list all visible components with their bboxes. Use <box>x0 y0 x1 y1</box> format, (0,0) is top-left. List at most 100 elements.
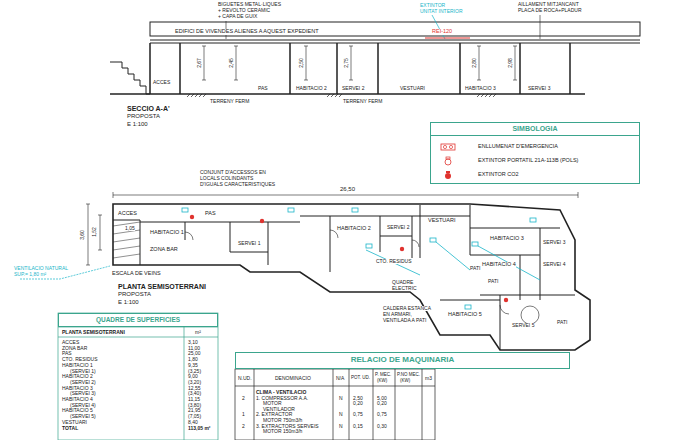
drawing-label: EN ARMARI, <box>383 312 412 317</box>
drawing-label: PAS <box>62 351 72 356</box>
plan-semisoterrani <box>20 192 590 350</box>
drawing-label: MOTOR <box>263 401 282 406</box>
drawing-label: 2,98 <box>508 58 513 68</box>
legend-box: SIMBOLOGIA <box>430 122 640 184</box>
drawing-label: PROPOSTA <box>127 113 160 119</box>
drawing-label: 0,20 <box>353 401 363 406</box>
legend-symbol <box>440 170 456 180</box>
box-title: RELACIO DE MAQUINARIA <box>236 353 569 367</box>
drawing-label: HABITACIO 5 <box>62 408 93 413</box>
drawing-label: N <box>339 412 343 417</box>
drawing-label: PATI <box>470 266 480 271</box>
drawing-label: 21,95 <box>188 408 201 413</box>
drawing-label: PATI <box>488 279 498 284</box>
drawing-label: MOTOR 750m3/h <box>263 418 302 423</box>
drawing-label: 2,45 <box>229 58 234 68</box>
drawing-label: 2. EXTRACTOR <box>256 412 292 417</box>
drawing-label: TERRENY FERM <box>343 99 382 104</box>
drawing-label: HABITACIO 5 <box>448 312 482 318</box>
drawing-label: 2,75 <box>344 58 349 68</box>
drawing-label: ZONA BAR <box>62 346 87 351</box>
drawing-label: E 1:100 <box>127 121 148 127</box>
drawing-label: 11,00 <box>188 346 200 351</box>
drawing-label: 12,55 <box>188 386 201 391</box>
drawing-label: (3,80) <box>188 403 201 408</box>
table-grids <box>58 313 435 440</box>
drawing-label: PROPOSTA <box>118 291 151 297</box>
legend-row: ENLLUMENAT D'EMERGENCIA <box>440 142 558 152</box>
drawing-label: PLACA DE ROCA+PLADUR <box>518 8 582 13</box>
drawing-label: 3,10 <box>188 340 198 345</box>
drawing-label: PLANTA SEMISOTERRANI <box>118 283 206 290</box>
drawing-label: 0,20 <box>377 401 387 406</box>
legend-text: EXTINTOR CO2 <box>478 172 519 178</box>
drawing-label: DENOMINACIO <box>275 376 311 381</box>
drawing-label: ACCES <box>118 211 137 217</box>
drawing-label: HABITACIO 2 <box>62 374 93 379</box>
legend-symbol <box>440 142 456 152</box>
legend-row: EXTINTOR CO2 <box>440 170 519 180</box>
box-title: QUADRE DE SUPERFICIES <box>59 314 217 326</box>
drawing-label: SECCIO A-A' <box>127 105 170 112</box>
drawing-label: CONJUNT D'ACCESSOS EN <box>200 170 266 175</box>
drawing-label: N/A <box>336 376 344 381</box>
drawing-label: 3,60 <box>80 230 85 240</box>
drawing-label: SERVEI 3 <box>543 240 565 245</box>
drawing-label: HABITACIO 2 <box>337 226 371 232</box>
drawing-label: 2,80 <box>472 58 477 68</box>
drawing-label: PATI <box>557 320 567 325</box>
drawing-label: (3,20) <box>188 380 201 385</box>
drawing-label: HABITACIO 1 <box>150 230 184 236</box>
drawing-label: 2 <box>242 424 245 429</box>
drawing-label: P.NO MEC. <box>397 373 420 378</box>
drawing-label: SUP.= 1,80 m² <box>14 272 46 277</box>
legend-text: EXTINTOR PORTATIL 21A-113B (POLS) <box>478 158 578 164</box>
drawing-label: UNITAT INTERIOR <box>420 9 463 14</box>
drawing-label: (SERVEI 5) <box>70 414 96 419</box>
drawing-label: PAS <box>258 86 268 91</box>
drawing-label: (KW) <box>400 379 410 384</box>
drawing-label: SERVEI 1 <box>238 241 260 246</box>
drawing-label: 0,75 <box>353 412 363 417</box>
drawing-label: 3. EXTRACTORS SERVEIS <box>256 424 319 429</box>
table-header: QUADRE DE SUPERFICIES <box>58 313 218 327</box>
drawing-label: HABITACIO 1 <box>62 363 93 368</box>
drawing-label: ESCALA DE VEINS <box>112 271 161 277</box>
drawing-label: CALDERA ESTANCA <box>383 306 431 311</box>
drawing-label: 1. COMPRESSOR A.A. <box>256 396 308 401</box>
drawing-label: CTO. RESIDUS <box>376 259 411 264</box>
drawing-label: BIGUETES METAL·LIQUES <box>218 2 281 7</box>
drawing-label: SERVEI 2 <box>342 86 364 91</box>
drawing-label: 0,75 <box>377 412 387 417</box>
drawing-label: E 1:100 <box>118 299 139 305</box>
legend-text: ENLLUMENAT D'EMERGENCIA <box>478 144 558 150</box>
drawing-label: 0,30 <box>377 424 387 429</box>
drawing-label: 9,00 <box>188 374 198 379</box>
drawing-label: HABITACIO 2 <box>296 86 327 91</box>
drawing-label: (3,25) <box>188 369 201 374</box>
legend-symbol <box>440 156 456 166</box>
drawing-label: ACCES <box>153 80 170 85</box>
drawing-label: 113,05 m² <box>188 426 211 431</box>
drawing-label: VENTILACIO NATURAL <box>14 266 68 271</box>
drawing-label: VENTILADOR <box>263 407 295 412</box>
drawing-label: (7,05) <box>188 414 201 419</box>
drawing-label: REI-120 <box>432 29 452 35</box>
drawing-label: SERVEI 4 <box>543 262 565 267</box>
drawing-label: N <box>339 424 343 429</box>
drawing-label: SERVEI 5 <box>512 323 534 328</box>
installation-symbols <box>182 208 540 309</box>
drawing-label: LOCALS COLINDANTS <box>200 176 253 181</box>
drawing-label: (KW) <box>377 379 387 384</box>
drawing-label: SERVEI 2 <box>387 225 409 230</box>
drawing-label: TERRENY FERM <box>210 99 249 104</box>
drawing-label: QUADRE <box>392 280 413 285</box>
drawing-label: (SERVEI 4) <box>70 403 96 408</box>
drawing-label: 2,67 <box>197 58 202 68</box>
drawing-label: P. MEC. <box>375 373 391 378</box>
drawing-label: 1 <box>242 412 245 417</box>
table-header: RELACIO DE MAQUINARIA <box>235 352 570 369</box>
drawing-label: 2,50 <box>353 396 363 401</box>
